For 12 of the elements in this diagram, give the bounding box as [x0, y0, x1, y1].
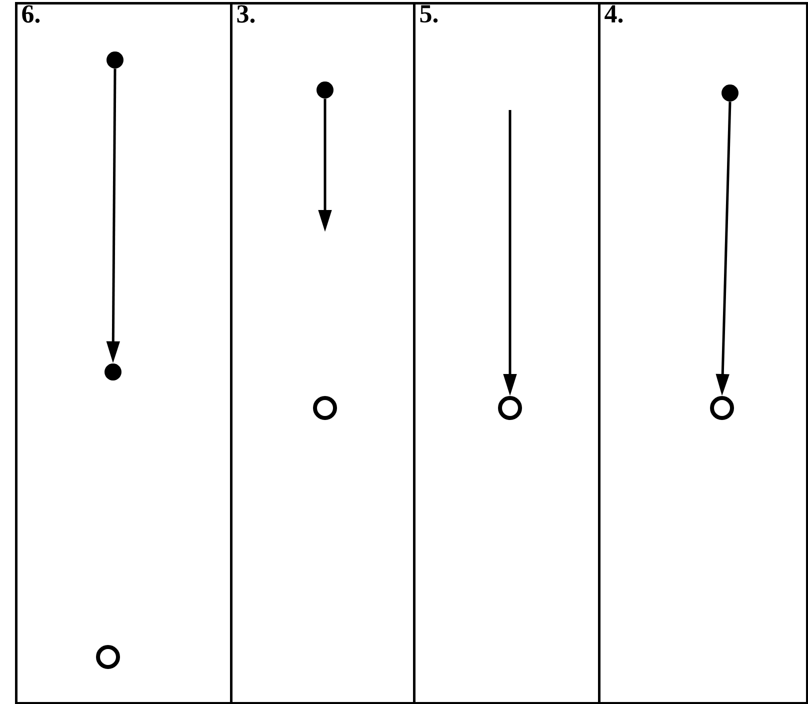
panel: 3. [230, 2, 416, 704]
ring [96, 645, 120, 669]
dot [106, 52, 124, 68]
dot [104, 364, 122, 380]
panel: 6. [15, 2, 232, 704]
ring [498, 396, 522, 420]
panel: 4. [598, 2, 808, 704]
panel: 5. [413, 2, 600, 704]
ring [710, 396, 734, 420]
dot [722, 84, 738, 102]
dot [316, 82, 334, 98]
ring [313, 396, 337, 420]
